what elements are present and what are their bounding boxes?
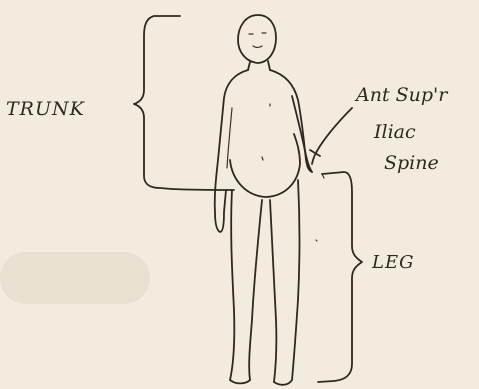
- asis-label-line3: Spine: [384, 154, 439, 173]
- leg-left-outer: [230, 190, 250, 383]
- neck-left: [248, 62, 250, 70]
- leg-label: LEG: [372, 254, 414, 272]
- trunk-bracket: [134, 16, 180, 189]
- asis-label-line2: Iliac: [374, 123, 416, 142]
- leg-bracket: [318, 172, 362, 382]
- belly: [230, 134, 300, 197]
- navel: [262, 157, 263, 160]
- leg-left-inner: [249, 200, 262, 380]
- leg-right-outer: [274, 180, 300, 385]
- head: [238, 15, 276, 63]
- neck-right: [268, 61, 270, 70]
- mouth: [253, 46, 262, 48]
- leg-right-inner: [270, 200, 276, 382]
- arm-left-inner: [227, 108, 232, 168]
- asis-label-line1: Ant Sup'r: [356, 86, 447, 105]
- paper-speck: [316, 240, 317, 241]
- arm-right: [292, 96, 312, 172]
- trunk-bottom-line: [172, 189, 234, 190]
- trunk-label: TRUNK: [6, 100, 85, 119]
